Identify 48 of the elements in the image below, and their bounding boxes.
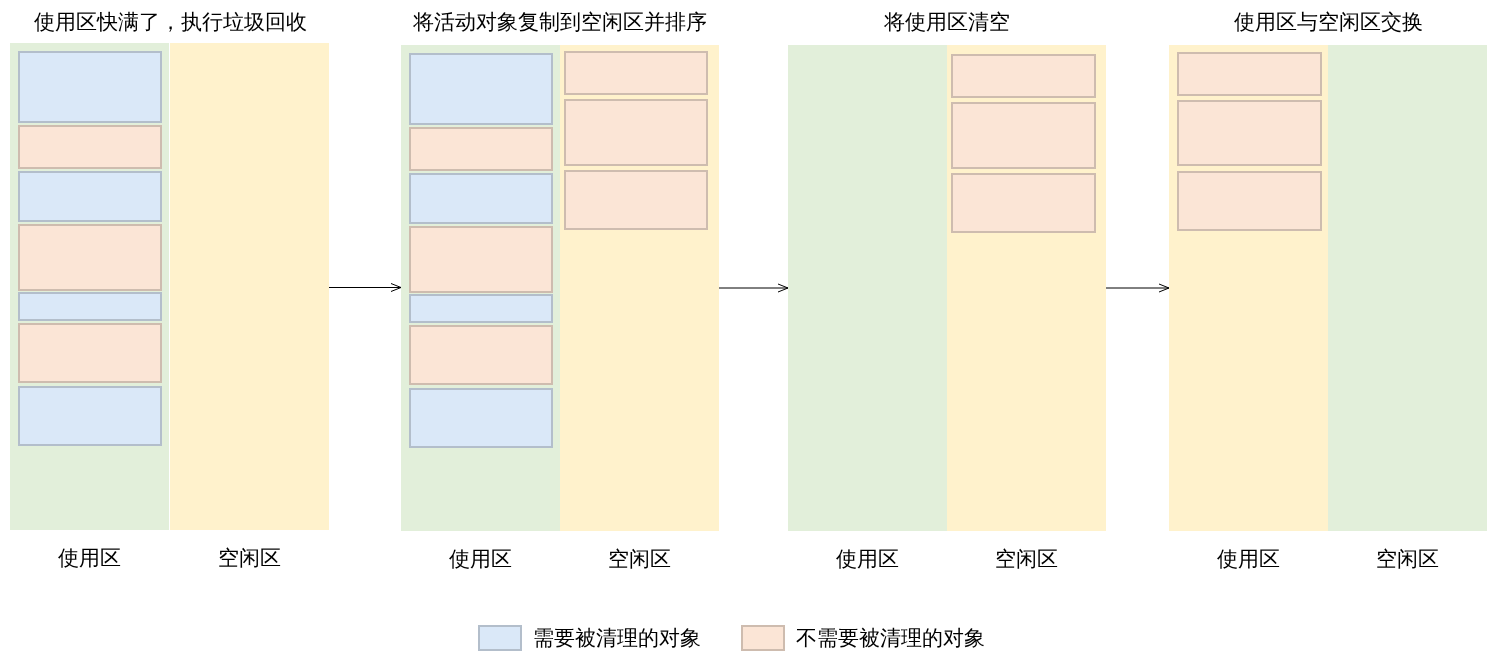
object-block [951,102,1096,169]
object-block [18,224,162,291]
object-block [564,99,708,166]
step-title: 使用区与空闲区交换 [1232,9,1424,36]
memory-region [1169,45,1328,531]
region-label: 使用区 [57,545,122,572]
object-block [409,53,553,125]
object-block [409,173,553,224]
object-block [1177,171,1322,231]
object-block [18,171,162,222]
object-block [951,173,1096,233]
object-block [409,226,553,293]
object-block [1177,100,1322,166]
memory-region [560,45,719,531]
region-label: 空闲区 [607,546,672,573]
object-block [409,294,553,323]
object-block [18,386,162,446]
legend-label: 不需要被清理的对象 [796,625,985,652]
region-label: 空闲区 [217,545,282,572]
memory-region [788,45,947,531]
arrow [1105,283,1170,293]
memory-region [1328,45,1487,531]
object-block [564,51,708,95]
legend-label: 需要被清理的对象 [533,625,701,652]
object-block [18,125,162,169]
region-label: 空闲区 [994,546,1059,573]
region-label: 使用区 [835,546,900,573]
object-block [409,127,553,171]
memory-region [401,45,560,531]
arrow [328,283,402,292]
step-title: 将使用区清空 [883,9,1011,36]
arrow [718,283,789,293]
object-block [409,325,553,385]
object-block [564,170,708,230]
step-title: 使用区快满了，执行垃圾回收 [32,9,308,36]
region-label: 使用区 [448,546,513,573]
step-title: 将活动对象复制到空闲区并排序 [412,9,708,36]
memory-region [170,43,329,530]
object-block [18,292,162,321]
region-label: 使用区 [1216,546,1281,573]
region-label: 空闲区 [1375,546,1440,573]
object-block [951,54,1096,98]
object-block [1177,52,1322,96]
object-block [18,51,162,123]
memory-region [947,45,1106,531]
memory-region [10,43,169,530]
object-block [409,388,553,448]
object-block [18,323,162,383]
